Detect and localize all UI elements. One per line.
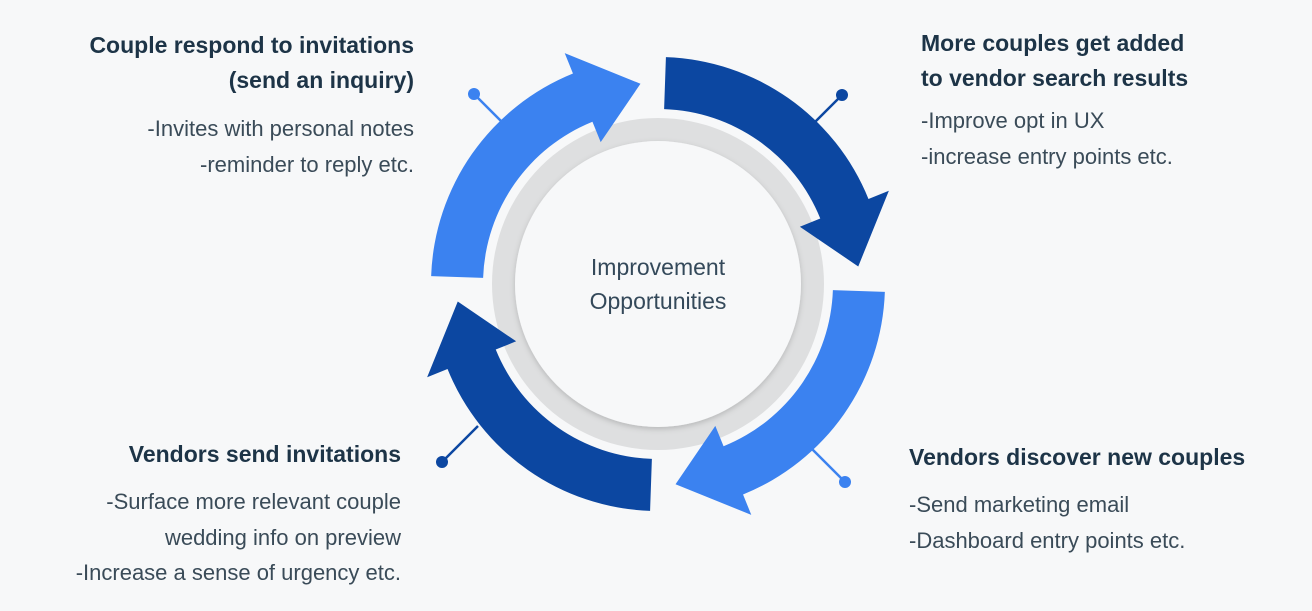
step-title: Vendors send invitations: [76, 437, 401, 472]
step-title: Couple respond to invitations (send an i…: [89, 28, 414, 98]
ring-arcs: [427, 53, 889, 515]
connector-dot-top-left: [468, 88, 480, 100]
step-item: wedding info on preview: [164, 524, 401, 550]
step-item: -Invites with personal notes: [147, 116, 414, 141]
connector-dot-top-right: [836, 89, 848, 101]
step-title: Vendors discover new couples: [909, 440, 1245, 475]
arrow-segment-bottom-right: [675, 290, 885, 515]
center-label-line2: Opportunities: [590, 288, 727, 314]
step-item: -Dashboard entry points etc.: [909, 527, 1186, 553]
step-title: More couples get added to vendor search …: [921, 26, 1188, 96]
inner-white-circle: [515, 141, 801, 427]
connector-bottom-left: [441, 425, 479, 463]
step-title-line: Couple respond to invitations: [89, 32, 414, 58]
connector-dot-bottom-left: [436, 456, 448, 468]
step-vendors-send-invitations: Vendors send invitations -Surface more r…: [76, 437, 401, 591]
step-couple-respond: Couple respond to invitations (send an i…: [89, 28, 414, 182]
step-item: -reminder to reply etc.: [200, 151, 414, 177]
step-vendors-discover: Vendors discover new couples -Send marke…: [909, 440, 1245, 558]
step-item: -increase entry points etc.: [921, 143, 1173, 169]
connector-bottom-right: [808, 445, 846, 483]
connector-dot-bottom-right: [839, 476, 851, 488]
step-title-line: Vendors discover new couples: [909, 444, 1246, 470]
step-item: -Increase a sense of urgency etc.: [75, 560, 401, 585]
arrow-segment-bottom-left: [427, 301, 652, 511]
step-title-line: to vendor search results: [921, 65, 1189, 91]
step-item: -Surface more relevant couple: [106, 489, 401, 514]
step-item: -Improve opt in UX: [921, 108, 1105, 133]
arrow-segment-top-left: [431, 53, 641, 278]
step-title-line: (send an inquiry): [228, 67, 414, 93]
center-label-line1: Improvement: [591, 254, 726, 280]
step-title-line: More couples get added: [921, 30, 1185, 56]
step-more-couples-added: More couples get added to vendor search …: [921, 26, 1188, 174]
step-item: -Send marketing email: [909, 492, 1130, 517]
step-title-line: Vendors send invitations: [128, 441, 401, 467]
arrow-segment-top-right: [664, 57, 889, 267]
